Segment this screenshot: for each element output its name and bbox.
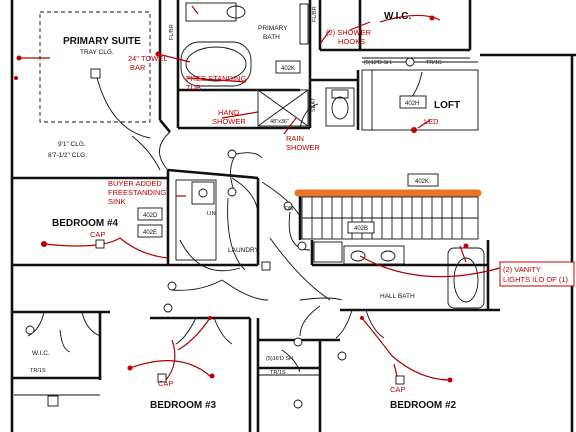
tag-402b: 402B [354,226,368,232]
tag-fl-br: FL/BR [169,24,175,40]
note-buyer-sink-2: FREESTANDING [108,188,166,197]
tag-402h: 402H [405,101,419,107]
room-laundry: LAUNDRY [228,247,260,254]
red-markup [14,5,501,383]
shower-size-label: 48"x36" [270,119,289,125]
tag-box-402d [137,207,163,221]
ceiling-box-primary [90,68,101,79]
room-wic-top: W.I.C. [384,11,411,22]
vanity-top [185,2,237,22]
shelf-12-label: (5)12'D SH. [364,60,393,66]
room-wic-left: W.I.C. [32,350,50,357]
tag-box-402h [399,95,427,109]
note-vanity-lights-2: LIGHTS ILO OF (1) [503,275,569,284]
note-shower-hooks-2: HOOKS [338,37,365,46]
note-tub-2: TUB [186,83,201,92]
tag-402k-bath: 402K [281,66,295,72]
note-towel-bar-2: BAR [130,63,146,72]
note-shower-hooks-1: (2) SHOWER [326,28,372,37]
freestanding-sink [191,181,215,205]
room-bedroom-2: BEDROOM #2 [390,400,457,411]
shelf-16-label: (5)16'D SH. [266,356,295,362]
note-led: LED [424,117,439,126]
note-towel-bar-1: 24" TOWEL [128,54,168,63]
tag-box-402k-bath [275,60,301,74]
tag-402e: 402E [143,230,157,236]
tub-outline [180,41,252,87]
fixtures [14,2,485,396]
stair [294,189,482,240]
room-loft: LOFT [434,100,460,111]
room-primary-bath-2: BATH [263,34,280,41]
note-hand-shower-2: SHOWER [212,117,246,126]
linen-label: LIN [207,211,216,217]
room-primary-bath-1: PRIMARY [258,25,288,32]
note-cap-b4: CAP [90,230,105,239]
tag-fl-br-2: FL/BR [312,6,318,22]
tag-dn: DN [285,206,293,212]
shower-enclosure [257,89,309,127]
room-bedroom-3: BEDROOM #3 [150,400,217,411]
tris-mid-label: TR/1S [270,370,286,376]
tag-box-402k-stair [407,173,439,187]
note-vanity-lights-1: (2) VANITY [503,265,541,274]
toilet [331,96,349,120]
note-rain-shower-2: SHOWER [286,143,320,152]
tag-402d: 402D [143,213,158,219]
tray-ceiling-outline [39,11,151,123]
clg-87-label: 8'7-1/2" CLG. [48,152,87,159]
vanity-note-box [499,261,575,287]
electrical-wiring [59,71,423,353]
tag-box-402e [137,224,163,238]
hall-vanity [343,245,405,265]
tub-basin [185,46,247,82]
room-primary-suite: PRIMARY SUITE [63,36,141,47]
tag-box-402b [347,221,375,234]
room-bedroom-4: BEDROOM #4 [52,218,119,229]
room-hall-bath: HALL BATH [380,293,415,300]
tag-402k-stair: 402K [415,179,429,185]
note-buyer-sink-3: SINK [108,197,126,206]
note-cap-b2: CAP [390,385,405,394]
note-buyer-sink-1: BUYER ADDED [108,179,162,188]
note-cap-b3: CAP [158,379,173,388]
note-rain-shower-1: RAIN [286,134,304,143]
note-hand-shower-1: HAND [218,108,240,117]
tray-ceiling-label: TRAY CLG. [80,49,114,56]
hall-tub [447,247,485,309]
note-tub-1: FREE STANDING [186,74,246,83]
tris-left-label: TR/1S [30,368,46,374]
tris-top-label: TR/1S [426,60,442,66]
clg-91-label: 9'1" CLG. [58,141,86,148]
seat-label: SEAT [311,97,317,112]
